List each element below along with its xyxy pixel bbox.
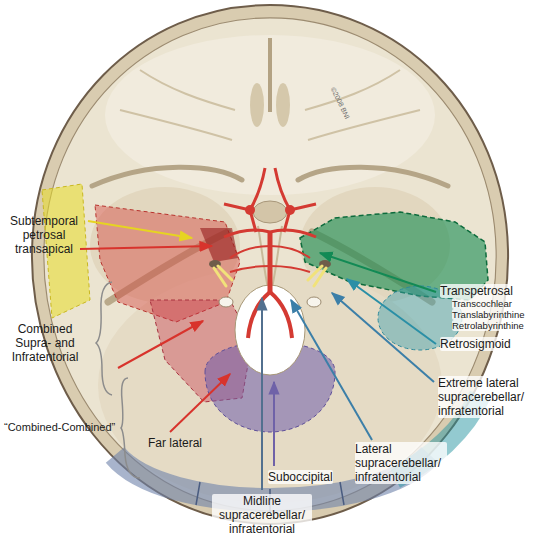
cranial-fossae-part	[268, 38, 272, 112]
approach-label: Retrosigmoid	[440, 337, 511, 351]
approach-label: Transpetrosal	[440, 284, 513, 298]
approach-label: Extreme lateral supracerebellar/ infrate…	[438, 376, 536, 418]
leader-lines-part	[273, 382, 275, 466]
arteries-and-nerves-part	[248, 292, 292, 338]
approach-label: Subtemporal petrosal transapical	[4, 214, 84, 256]
cranial-fossae-part	[253, 201, 287, 223]
cranial-fossae-part	[140, 70, 400, 110]
approach-label: Far lateral	[148, 436, 202, 450]
cranial-fossae-part	[120, 110, 420, 140]
skull-outline-part	[44, 18, 496, 511]
sub-approach-label: Transcochlear	[452, 298, 512, 309]
cranial-fossae-part	[92, 167, 448, 186]
arteries-and-nerves-part	[307, 297, 321, 307]
leader-lines-part	[347, 279, 436, 344]
arteries-and-nerves-part	[219, 297, 233, 307]
arteries-and-nerves-part	[245, 205, 255, 215]
approach-label: Midline supracerebellar/ infratentorial	[212, 494, 312, 536]
approach-regions-part	[235, 285, 305, 375]
brackets-part	[121, 378, 140, 478]
leader-lines-part	[332, 293, 434, 382]
arteries-and-nerves-part	[224, 204, 316, 232]
arteries-and-nerves-part	[250, 168, 290, 210]
arteries-and-nerves-part	[285, 205, 295, 215]
arteries-and-nerves-part	[230, 246, 310, 258]
leader-lines-part	[291, 300, 372, 440]
leader-lines-part	[118, 321, 203, 368]
cranial-fossae-part	[276, 83, 290, 127]
sub-approach-label: Retrolabyrinthine	[452, 320, 524, 331]
arteries-and-nerves-part	[268, 232, 273, 292]
leader-lines-part	[80, 246, 212, 249]
approach-label: Suboccipital	[268, 470, 333, 484]
arteries-and-nerves-part	[224, 230, 316, 237]
sub-approach-label: Translabyrinthine	[452, 309, 525, 320]
leader-lines-part	[320, 253, 436, 292]
approach-regions	[42, 184, 488, 512]
brackets-part	[96, 282, 112, 395]
copyright-note: ©2008 BNI	[329, 86, 351, 120]
leader-lines-part	[261, 298, 263, 490]
arteries-and-nerves	[209, 168, 331, 338]
group-label: “Combined-Combined”	[4, 420, 115, 434]
cranial-fossae-part	[250, 83, 264, 127]
skull-outline-part	[32, 5, 508, 524]
leader-lines-part	[170, 374, 230, 432]
arteries-and-nerves-part	[230, 266, 310, 272]
approach-label: Lateral supracerebellar/ infratentorial	[355, 442, 447, 484]
brackets	[96, 282, 140, 478]
skull-outline	[32, 5, 508, 524]
group-label: Combined Supra- and Infratentorial	[2, 322, 88, 364]
leader-lines-part	[88, 221, 192, 238]
